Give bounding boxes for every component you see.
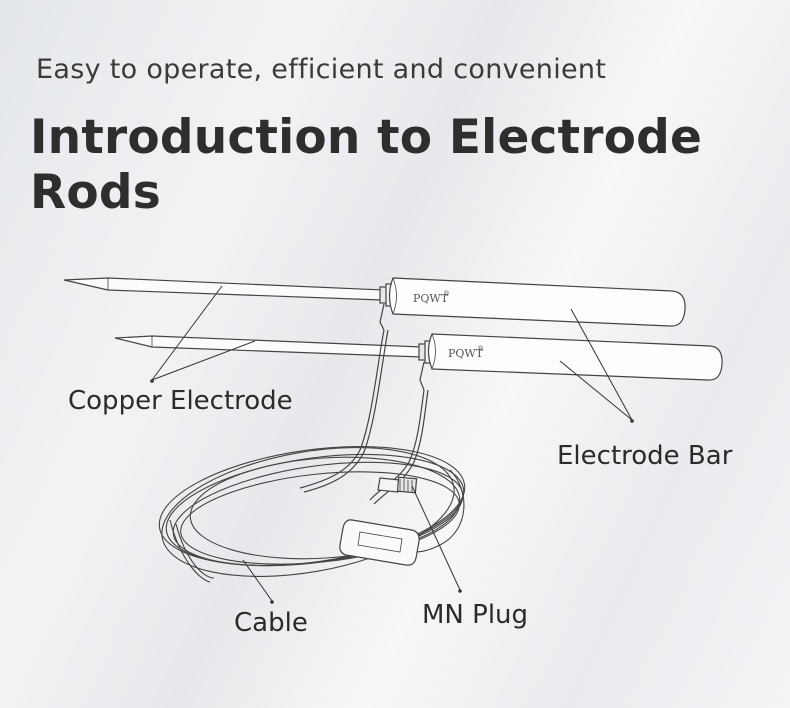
callout-mn-plug: MN Plug	[422, 600, 529, 630]
copper-electrode-front	[114, 335, 423, 358]
callout-copper-electrode: Copper Electrode	[68, 386, 293, 416]
page-title: Introduction to Electrode Rods	[30, 110, 703, 220]
mn-plug	[377, 476, 418, 494]
callout-lines	[150, 285, 634, 604]
electrode-rod-back: PQWT ®	[63, 277, 686, 327]
subtitle: Easy to operate, efficient and convenien…	[36, 54, 607, 85]
brand-mark-front: ®	[477, 345, 484, 353]
cable-junction-box	[339, 519, 420, 566]
brand-label-front: PQWT	[448, 347, 484, 360]
callout-electrode-bar: Electrode Bar	[557, 441, 733, 471]
brand-mark-back: ®	[443, 290, 450, 298]
callout-cable: Cable	[234, 608, 308, 638]
electrode-bar-back	[388, 277, 686, 327]
electrode-rod-front: PQWT ®	[114, 333, 723, 381]
copper-electrode-back	[63, 277, 384, 301]
electrode-bar-front	[427, 333, 723, 381]
brand-label-back: PQWT	[413, 292, 449, 305]
